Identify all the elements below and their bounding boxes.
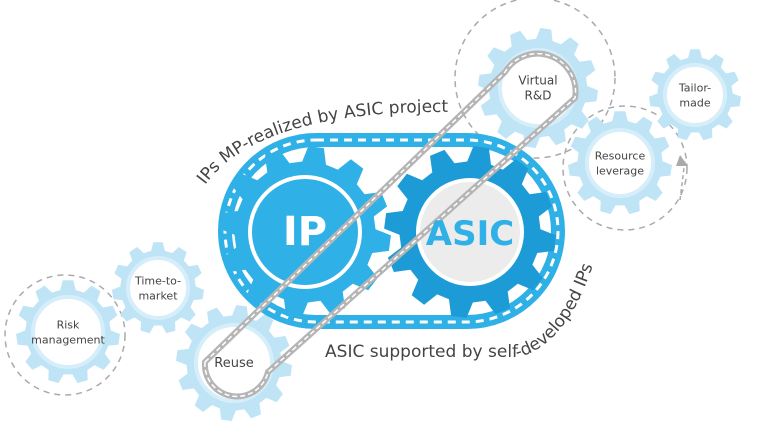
gear-ip bbox=[219, 146, 391, 318]
orbit-dashed-circle bbox=[454, 0, 616, 159]
gear-asic bbox=[384, 146, 556, 318]
gear-risk-management bbox=[16, 280, 120, 384]
gear-hub bbox=[194, 323, 274, 403]
ip-label: IP bbox=[283, 209, 327, 255]
arc-label-top: IPs MP-realized by ASIC projects bbox=[0, 0, 449, 188]
gear-label-risk-management: Risk bbox=[57, 319, 80, 332]
gear-label-time-to-market: Time-to- bbox=[134, 275, 181, 288]
gear-reuse bbox=[176, 305, 292, 421]
gear-label-reuse: Reuse bbox=[214, 356, 253, 371]
belt-dashes bbox=[223, 138, 560, 324]
gear-label-tailor-made: Tailor- bbox=[678, 82, 711, 95]
gear-tailor-made bbox=[649, 49, 741, 141]
gear-hub bbox=[663, 63, 727, 127]
gear-label-resource-leverage: leverage bbox=[596, 165, 644, 178]
gear-hub bbox=[248, 175, 362, 289]
gear-resource-leverage bbox=[568, 111, 672, 215]
gear-label-risk-management: management bbox=[31, 334, 105, 347]
gear-label-virtual-rd: Virtual bbox=[518, 74, 557, 88]
orbit-dashed-circle bbox=[4, 274, 126, 396]
gear-time-to-market bbox=[112, 242, 204, 334]
gear-label-resource-leverage: Resource bbox=[595, 150, 646, 163]
gear-hub bbox=[416, 178, 524, 286]
chain-links bbox=[204, 52, 577, 398]
orbit-dashed-circle bbox=[562, 105, 688, 231]
gear-label-virtual-rd: R&D bbox=[525, 89, 552, 103]
asic-label: ASIC bbox=[426, 214, 514, 254]
gear-hub bbox=[31, 295, 105, 369]
gear-label-tailor-made: made bbox=[679, 97, 710, 110]
arrow-head-icon bbox=[676, 155, 688, 166]
arc-label-top-text: IPs MP-realized by ASIC projects bbox=[0, 0, 449, 188]
gear-hub bbox=[126, 256, 190, 320]
gear-virtual-rd bbox=[478, 28, 598, 148]
gear-hub bbox=[585, 128, 655, 198]
gear-label-time-to-market: market bbox=[138, 290, 178, 303]
